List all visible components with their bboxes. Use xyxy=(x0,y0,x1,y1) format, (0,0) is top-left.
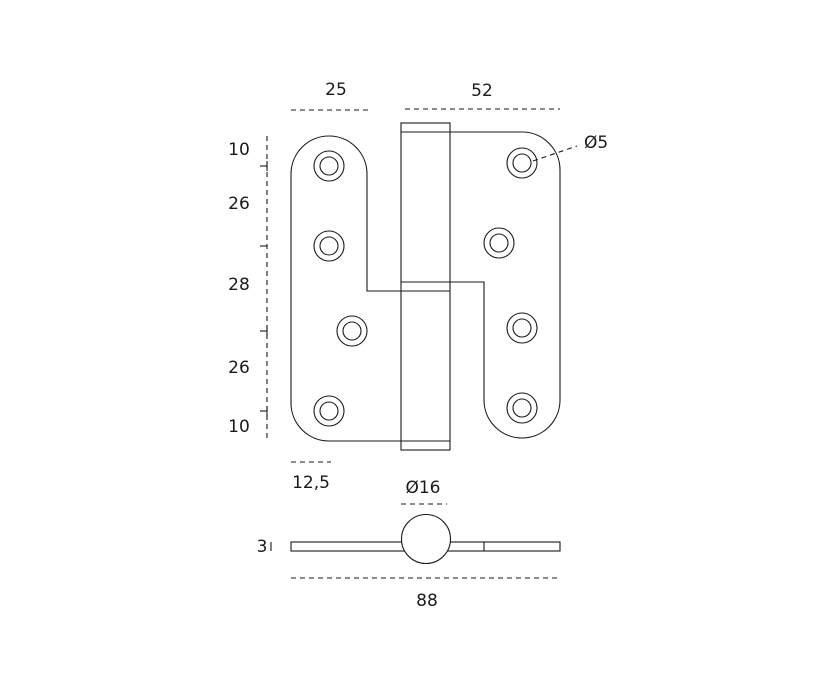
right-leaf xyxy=(450,131,561,439)
dimensions: 25 52 Ø5 10 26 28 26 10 12,5 Ø16 3 88 xyxy=(228,80,608,611)
dim-overall-width: 88 xyxy=(416,591,438,611)
dim-left-width: 25 xyxy=(325,80,347,100)
screw-hole xyxy=(336,315,368,347)
dim-spacing-1: 26 xyxy=(228,194,250,214)
left-leaf xyxy=(290,135,401,442)
dim-ticks xyxy=(260,161,268,416)
dim-edge-bottom: 10 xyxy=(228,417,250,437)
dim-spacing-3: 26 xyxy=(228,358,250,378)
screw-hole xyxy=(313,150,345,182)
dim-right-width: 52 xyxy=(471,81,493,101)
screw-hole xyxy=(313,230,345,262)
screw-hole xyxy=(483,227,515,259)
dim-barrel-diameter: Ø16 xyxy=(405,478,440,498)
dim-leader-hole xyxy=(532,145,578,162)
screw-hole xyxy=(506,392,538,424)
screw-hole xyxy=(506,147,538,179)
hinge-front-view xyxy=(290,122,561,451)
dim-thickness: 3 xyxy=(257,537,268,557)
dim-edge-top: 10 xyxy=(228,140,250,160)
screw-hole xyxy=(313,395,345,427)
barrel-profile xyxy=(400,513,452,565)
barrel xyxy=(400,122,451,451)
hinge-top-view xyxy=(290,513,561,565)
dim-spacing-2: 28 xyxy=(228,275,250,295)
dim-offset: 12,5 xyxy=(292,473,330,493)
dim-hole-diameter: Ø5 xyxy=(584,133,608,153)
screw-holes xyxy=(313,147,538,427)
screw-hole xyxy=(506,312,538,344)
